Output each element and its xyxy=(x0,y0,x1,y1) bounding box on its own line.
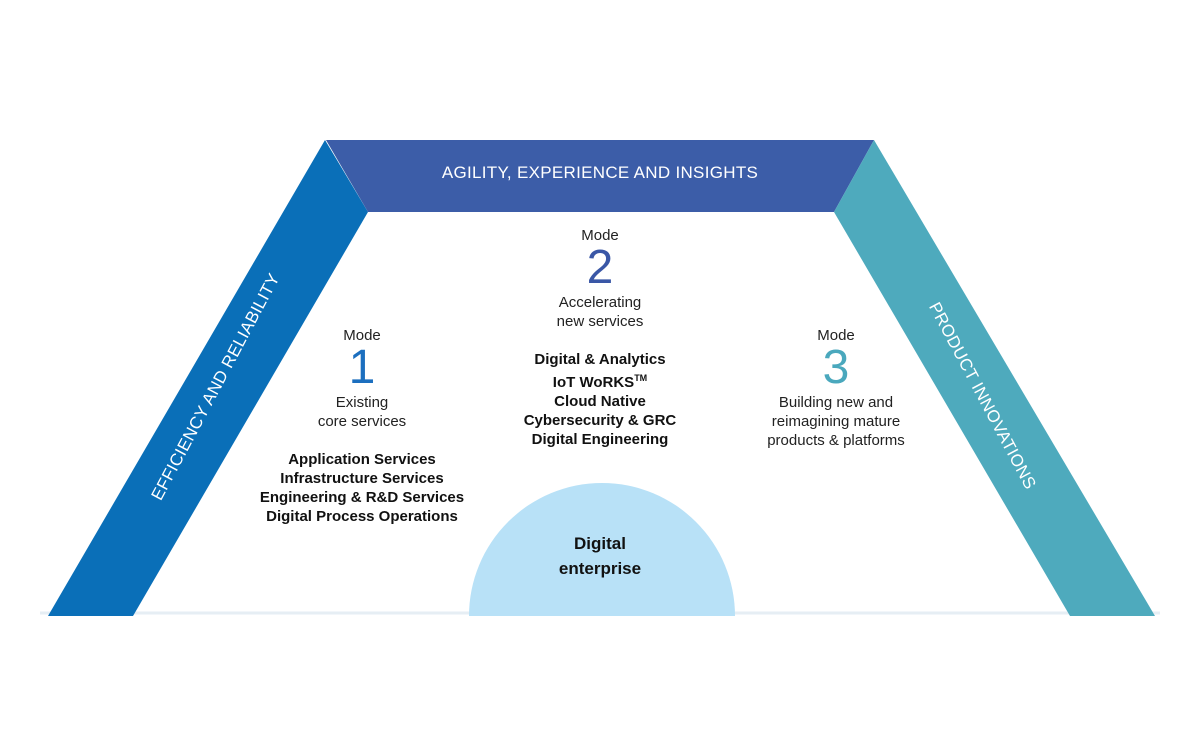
service-item: IoT WoRKSTM xyxy=(470,369,730,392)
mode-2-word: Mode xyxy=(581,227,619,244)
digital-enterprise-dome xyxy=(469,483,735,616)
trademark-mark: TM xyxy=(634,373,648,383)
service-item: Cybersecurity & GRC xyxy=(523,412,677,429)
service-item: Digital Process Operations xyxy=(266,508,458,525)
mode-2-services: Digital & Analytics IoT WoRKSTM Cloud Na… xyxy=(470,350,730,449)
mode-3-description-line: Building new and xyxy=(778,394,894,411)
mode-3-description-line: reimagining mature xyxy=(771,413,901,430)
mode-1-description-line: Existing xyxy=(335,394,389,411)
mode-3-description-line: products & platforms xyxy=(767,432,905,449)
mode-2-column: Mode 2 Accelerating new services Digital… xyxy=(470,227,730,449)
mode-1-number: 1 xyxy=(348,341,376,394)
mode-3-number: 3 xyxy=(822,341,850,394)
mode-3-description: Building new and reimagining mature prod… xyxy=(706,393,966,450)
core-label-line: enterprise xyxy=(558,559,642,578)
service-item: Application Services xyxy=(288,451,436,468)
top-band-label: AGILITY, EXPERIENCE AND INSIGHTS xyxy=(441,163,759,182)
mode-3-word: Mode xyxy=(817,327,855,344)
mode-1-description: Existing core services xyxy=(232,393,492,431)
service-item: Infrastructure Services xyxy=(280,470,444,487)
right-band xyxy=(834,140,1155,616)
digital-enterprise-label: Digital enterprise xyxy=(500,531,700,581)
mode-1-word: Mode xyxy=(343,327,381,344)
mode-1-description-line: core services xyxy=(317,413,407,430)
service-item: Engineering & R&D Services xyxy=(259,489,465,506)
service-item: Cloud Native xyxy=(554,393,646,410)
mode-2-description-line: new services xyxy=(556,313,644,330)
service-item: Digital & Analytics xyxy=(534,351,666,368)
service-item-text: IoT WoRKS xyxy=(552,374,635,391)
mode-2-description-line: Accelerating xyxy=(558,294,642,311)
top-band xyxy=(326,140,874,212)
service-item: Digital Engineering xyxy=(531,431,669,448)
mode-1-column: Mode 1 Existing core services Applicatio… xyxy=(232,327,492,526)
mode-1-services: Application Services Infrastructure Serv… xyxy=(232,450,492,526)
mode-2-description: Accelerating new services xyxy=(470,293,730,331)
mode-2-number: 2 xyxy=(586,241,614,294)
mode-3-column: Mode 3 Building new and reimagining matu… xyxy=(706,327,966,450)
core-label-line: Digital xyxy=(574,534,626,553)
left-band xyxy=(48,140,368,616)
